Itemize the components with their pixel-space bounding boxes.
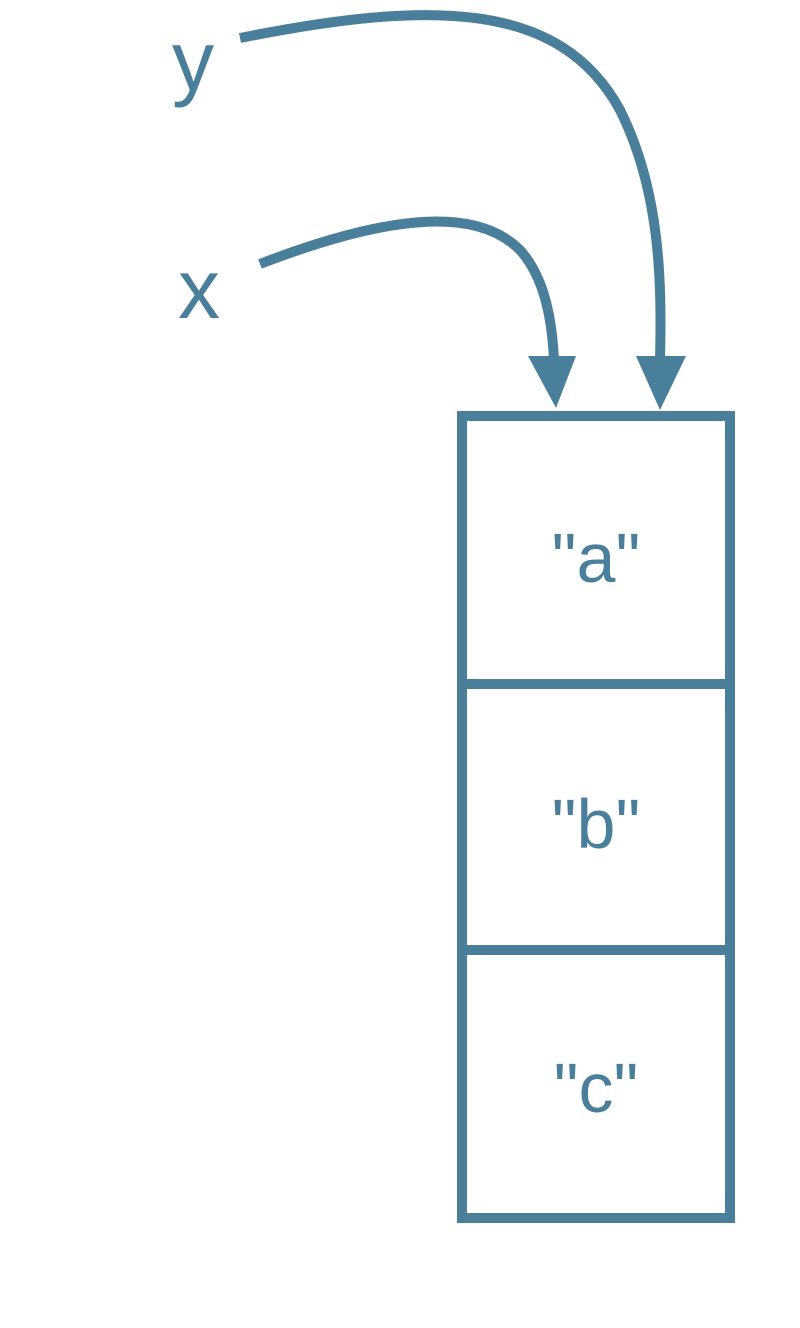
- variable-y-label: y: [172, 14, 214, 108]
- list-cell-1-text: "b": [552, 785, 641, 863]
- list-cell-2-text: "c": [554, 1049, 639, 1127]
- list-box: "a" "b" "c": [457, 411, 735, 1223]
- arrow-x-to-list: [258, 216, 576, 408]
- list-cell-2: [457, 945, 735, 1223]
- arrow-y-head: [636, 356, 686, 410]
- list-cell-0-text: "a": [552, 519, 641, 597]
- arrow-x-head: [528, 356, 576, 408]
- arrow-y-shaft: [239, 10, 666, 361]
- arrow-x-shaft: [258, 216, 559, 361]
- variable-x-label: x: [178, 242, 220, 336]
- arrow-y-to-list: [239, 10, 686, 410]
